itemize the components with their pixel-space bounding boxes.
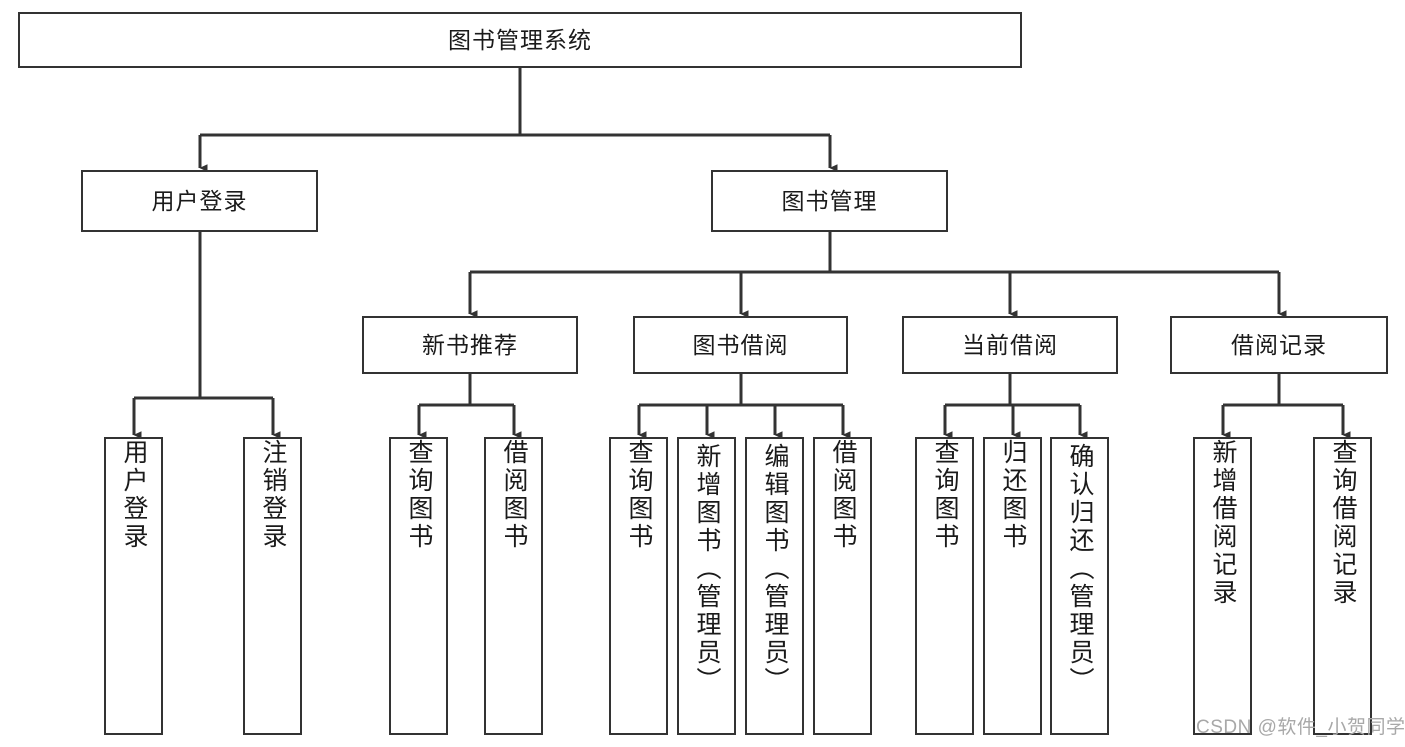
leaf-logout-label: 注销登录	[259, 439, 287, 551]
node-current-borrow[interactable]: 当前借阅	[902, 316, 1118, 374]
node-user-login[interactable]: 用户登录	[81, 170, 318, 232]
leaf-user-login-label: 用户登录	[120, 439, 148, 551]
node-current-borrow-label: 当前借阅	[962, 331, 1058, 358]
leaf-add-book-admin-label: 新增图书（管理员）	[693, 443, 721, 695]
node-borrow-record-label: 借阅记录	[1231, 331, 1327, 358]
node-root-label: 图书管理系统	[448, 26, 592, 53]
csdn-watermark: CSDN @软件_小贺同学	[1196, 717, 1405, 738]
node-new-book-recommend-label: 新书推荐	[422, 331, 518, 358]
leaf-borrow-book-recommend[interactable]: 借阅图书	[484, 437, 543, 735]
leaf-return-book[interactable]: 归还图书	[983, 437, 1042, 735]
leaf-query-book-borrow[interactable]: 查询图书	[609, 437, 668, 735]
leaf-borrow-book[interactable]: 借阅图书	[813, 437, 872, 735]
leaf-query-borrow-record-label: 查询借阅记录	[1329, 439, 1357, 607]
leaf-borrow-book-recommend-label: 借阅图书	[500, 439, 528, 551]
node-new-book-recommend[interactable]: 新书推荐	[362, 316, 578, 374]
leaf-logout[interactable]: 注销登录	[243, 437, 302, 735]
node-user-login-label: 用户登录	[151, 187, 248, 214]
leaf-edit-book-admin[interactable]: 编辑图书（管理员）	[745, 437, 804, 735]
leaf-user-login[interactable]: 用户登录	[104, 437, 163, 735]
leaf-query-book-current[interactable]: 查询图书	[915, 437, 974, 735]
leaf-query-borrow-record[interactable]: 查询借阅记录	[1313, 437, 1372, 735]
leaf-confirm-return-admin[interactable]: 确认归还（管理员）	[1050, 437, 1109, 735]
leaf-query-book-borrow-label: 查询图书	[625, 439, 653, 551]
connectors-group	[132, 68, 1351, 439]
node-book-management[interactable]: 图书管理	[711, 170, 948, 232]
node-book-management-label: 图书管理	[781, 187, 878, 214]
leaf-add-borrow-record-label: 新增借阅记录	[1209, 439, 1237, 607]
leaf-query-book-recommend-label: 查询图书	[405, 439, 433, 551]
leaf-add-book-admin[interactable]: 新增图书（管理员）	[677, 437, 736, 735]
node-root[interactable]: 图书管理系统	[18, 12, 1022, 68]
node-book-borrow-label: 图书借阅	[692, 331, 789, 358]
leaf-query-book-recommend[interactable]: 查询图书	[389, 437, 448, 735]
leaf-confirm-return-admin-label: 确认归还（管理员）	[1066, 443, 1094, 695]
leaf-add-borrow-record[interactable]: 新增借阅记录	[1193, 437, 1252, 735]
leaf-edit-book-admin-label: 编辑图书（管理员）	[761, 443, 789, 695]
leaf-query-book-current-label: 查询图书	[931, 439, 959, 551]
leaf-return-book-label: 归还图书	[999, 439, 1027, 551]
node-borrow-record[interactable]: 借阅记录	[1170, 316, 1388, 374]
node-book-borrow[interactable]: 图书借阅	[633, 316, 848, 374]
leaf-borrow-book-label: 借阅图书	[829, 439, 857, 551]
